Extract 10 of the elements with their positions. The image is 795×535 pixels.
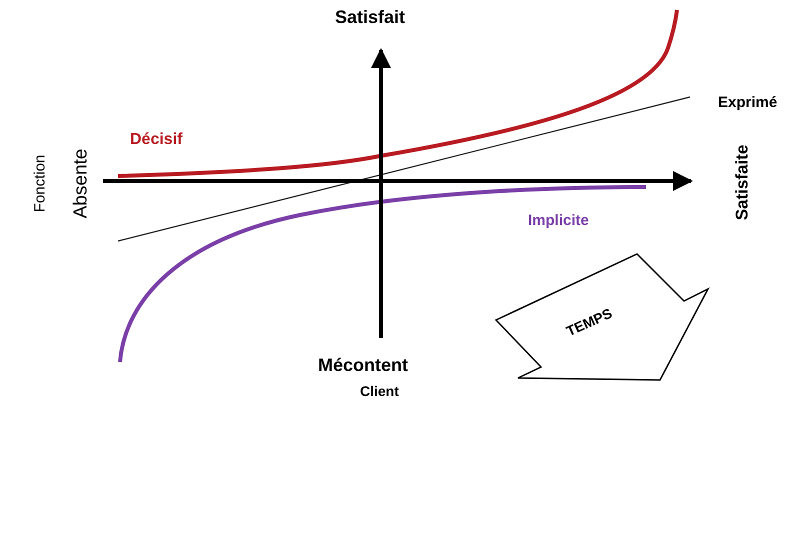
axis-label: Satisfaite — [733, 144, 750, 220]
curve-label: Décisif — [130, 132, 182, 148]
block-arrow — [494, 252, 710, 382]
axis-label: Satisfait — [335, 8, 406, 26]
axis-label: Mécontent — [318, 356, 408, 374]
axis-label: Client — [360, 384, 399, 398]
axis-label: Absente — [71, 148, 90, 218]
line-label: Exprimé — [718, 95, 778, 110]
axis-label: Fonction — [32, 154, 48, 212]
curve-label: Implicite — [528, 213, 589, 228]
